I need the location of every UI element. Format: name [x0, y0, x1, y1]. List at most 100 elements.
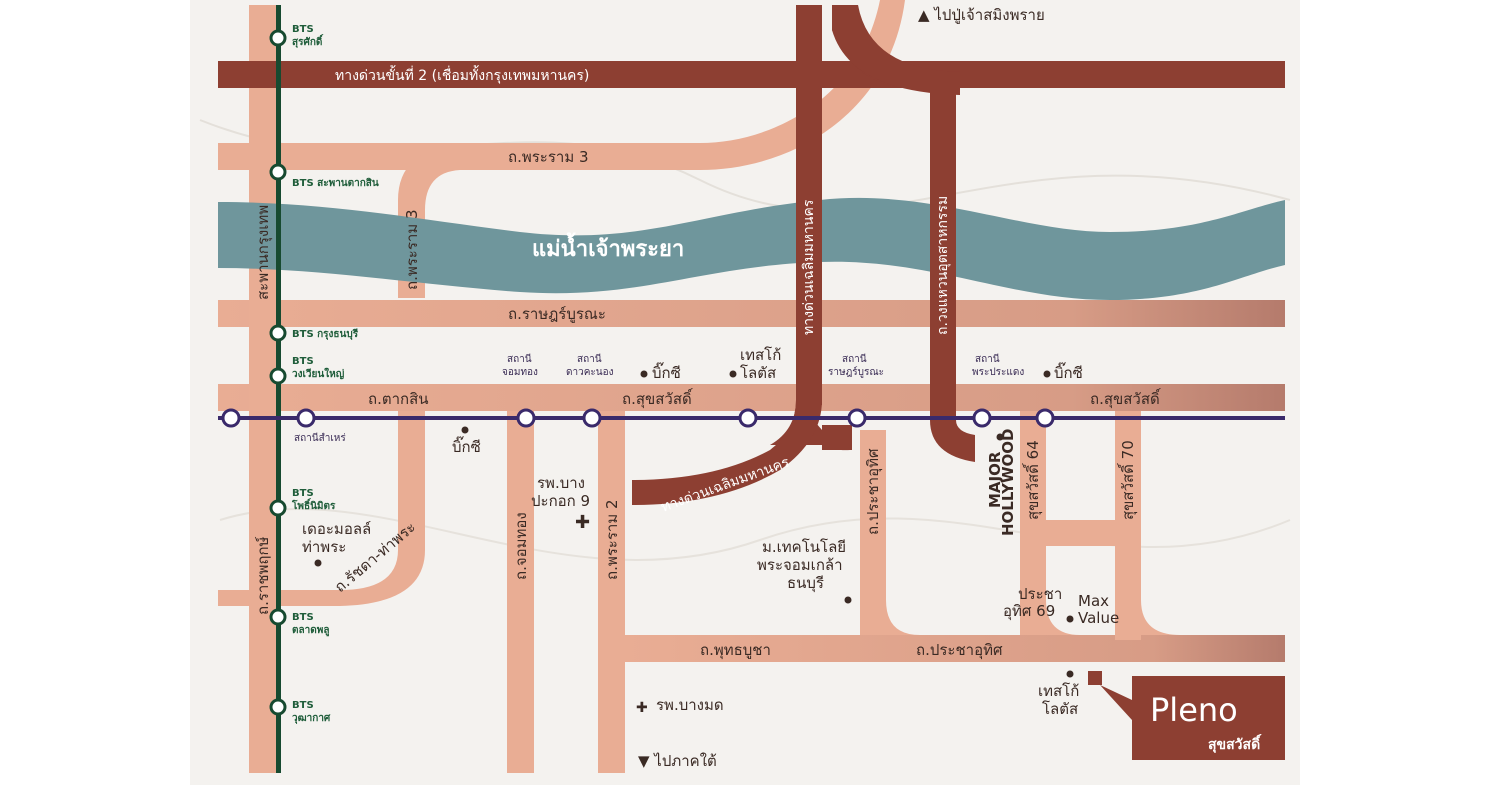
pleno-sub-text: สุขสวัสดิ์	[1208, 733, 1262, 753]
bts-talat-phlu-label-2: ตลาดพลู	[292, 625, 329, 637]
label-to-samut-prakan: ▲ ไปปู่เจ้าสมิงพราย	[918, 6, 1045, 24]
bts-line	[276, 5, 281, 773]
expressway-chaloem-diagonal	[632, 400, 822, 505]
pleno-brand-text: Pleno	[1150, 691, 1238, 729]
mrt-ratburana-label-2: ราษฎร์บูรณะ	[828, 366, 884, 378]
mrt-daokhanong-label-2: ดาวคะนอง	[566, 367, 614, 378]
label-industrial-ring: ถ.วงแหวนอุตสาหกรรม	[935, 196, 951, 335]
phutthabucha-road	[625, 635, 1285, 662]
label-taksin: ถ.ตากสิน	[368, 390, 429, 408]
bts-pho-nimit-label-1: BTS	[292, 488, 314, 499]
major-dot[interactable]	[996, 433, 1004, 441]
lotus-2-label-a: เทสโก้	[1038, 682, 1079, 700]
label-expressway2: ทางด่วนขั้นที่ 2 (เชื่อมทั้งกรุงเทพมหานค…	[335, 65, 589, 84]
bigc-2-dot[interactable]	[1043, 370, 1051, 378]
hosp-bangmod-label: รพ.บางมด	[656, 696, 724, 714]
pracha69-label-b: อุทิศ 69	[1003, 602, 1055, 621]
bts-wutthakat-label-2: วุฒากาศ	[292, 713, 331, 724]
station-suksawat-mid[interactable]	[738, 408, 758, 428]
lotus-1-label-a: เทสโก้	[740, 346, 781, 364]
logo-pointer	[1100, 685, 1132, 720]
lotus-2-dot[interactable]	[1066, 670, 1074, 678]
mrt-ratburana-label-1: สถานี	[842, 353, 867, 365]
label-expressway-chaloem-vertical: ทางด่วนเฉลิมมหานคร	[801, 199, 817, 335]
pracha69-label-a: ประชา	[1018, 585, 1062, 603]
hospital-bangpakok-cross-icon: ✚	[575, 512, 590, 533]
kmutt-label-a: ม.เทคโนโลยี	[762, 538, 846, 556]
label-to-south: ▼ ไปภาคใต้	[638, 752, 717, 770]
bts-wongwian-yai-label-1: BTS	[292, 356, 314, 367]
bts-wongwian-yai-label-2: วงเวียนใหญ่	[292, 367, 345, 380]
label-rama3: ถ.พระราม 3	[508, 148, 589, 166]
station-ratburana[interactable]	[847, 408, 867, 428]
purple-line-stations	[221, 408, 1055, 428]
bts-station-pho-nimit[interactable]	[269, 499, 287, 517]
bigc-1-label: บิ๊กซี	[652, 362, 681, 382]
label-suksawat-west: ถ.สุขสวัสดิ์	[622, 388, 694, 409]
mall-dot[interactable]	[314, 559, 322, 567]
bts-wutthakat-label-1: BTS	[292, 700, 314, 711]
industrial-ring-curve	[832, 5, 960, 95]
mall-label-a: เดอะมอลล์	[302, 520, 371, 538]
kmutt-label-c: ธนบุรี	[787, 574, 824, 593]
pracha-uthit-vertical-road-body	[860, 430, 886, 640]
station-pradaeng[interactable]	[972, 408, 992, 428]
label-ratburana: ถ.ราษฎร์บูรณะ	[508, 305, 606, 323]
lotus-2-label-b: โลตัส	[1042, 700, 1078, 718]
bts-krung-thonburi-label: BTS กรุงธนบุรี	[292, 328, 359, 340]
lotus-1-label-b: โลตัส	[740, 364, 776, 382]
bts-station-wutthakat[interactable]	[269, 698, 287, 716]
maxvalue-dot[interactable]	[1066, 615, 1074, 623]
suksawat64-road	[1020, 411, 1130, 635]
station-chomthong[interactable]	[516, 408, 536, 428]
landmark-dots	[314, 370, 1074, 678]
label-suksawat-east: ถ.สุขสวัสดิ์	[1090, 388, 1162, 409]
bts-station-wongwian-yai[interactable]	[269, 367, 287, 385]
expressway-2	[218, 61, 1285, 88]
project-marker-square[interactable]	[1088, 671, 1102, 685]
bts-talat-phlu-label-1: BTS	[292, 612, 314, 623]
label-suksawat64: สุขสวัสดิ์ 64	[1022, 440, 1043, 520]
expressway-chaloem-vertical	[796, 5, 822, 405]
label-river: แม่น้ำเจ้าพระยา	[532, 232, 684, 262]
label-saphan-krungthep: สะพานกรุงเทพ	[254, 205, 273, 300]
bigc-3-dot[interactable]	[461, 426, 469, 434]
chao-phraya-river	[218, 197, 1285, 300]
label-suksawat70: สุขสวัสดิ์ 70	[1117, 440, 1138, 520]
bts-surasak-label-2: สุรศักดิ์	[292, 34, 324, 48]
station-west-end[interactable]	[221, 408, 241, 428]
bts-station-talat-phlu[interactable]	[269, 608, 287, 626]
suksawat70-road-end	[1115, 600, 1141, 640]
station-east[interactable]	[1035, 408, 1055, 428]
expressway-chaloem-east-stub	[822, 425, 852, 450]
label-ratchaphruek: ถ.ราชพฤกษ์	[254, 536, 272, 615]
station-samre[interactable]	[296, 408, 316, 428]
bigc-3-label: บิ๊กซี	[452, 436, 481, 456]
kmutt-dot[interactable]	[844, 596, 852, 604]
pleno-logo-box[interactable]	[1132, 676, 1285, 760]
bts-saphan-taksin-label: BTS สะพานตากสิน	[292, 177, 379, 189]
mrt-pradaeng-label-1: สถานี	[975, 353, 1000, 365]
label-rama2: ถ.พระราม 2	[603, 499, 621, 580]
bigc-2-label: บิ๊กซี	[1054, 362, 1083, 382]
bts-station-surasak[interactable]	[269, 29, 287, 47]
hospital-bangmod-cross-icon: ✚	[636, 700, 648, 716]
major-label-b: HOLLYWOOD	[999, 429, 1017, 536]
label-rama3-vertical: ถ.พระราม 3	[403, 209, 421, 290]
ratchaphruek-road	[249, 5, 276, 773]
kmutt-label-b: พระจอมเกล้า	[757, 556, 843, 574]
station-daokhanong[interactable]	[582, 408, 602, 428]
mrt-daokhanong-label-1: สถานี	[577, 353, 602, 365]
lotus-1-dot[interactable]	[729, 370, 737, 378]
label-pracha-uthit-vertical: ถ.ประชาอุทิศ	[864, 448, 883, 535]
maxvalue-label-a: Max	[1078, 592, 1109, 610]
label-chomthong-road: ถ.จอมทอง	[512, 512, 530, 580]
mrt-pradaeng-label-2: พระประแดง	[972, 367, 1024, 378]
bts-surasak-label-1: BTS	[292, 24, 314, 35]
bigc-1-dot[interactable]	[640, 370, 648, 378]
label-pracha-uthit: ถ.ประชาอุทิศ	[916, 641, 1003, 660]
ratchada-thapra-road	[218, 411, 425, 606]
bts-station-krung-thonburi[interactable]	[269, 324, 287, 342]
bts-station-saphan-taksin[interactable]	[269, 163, 287, 181]
